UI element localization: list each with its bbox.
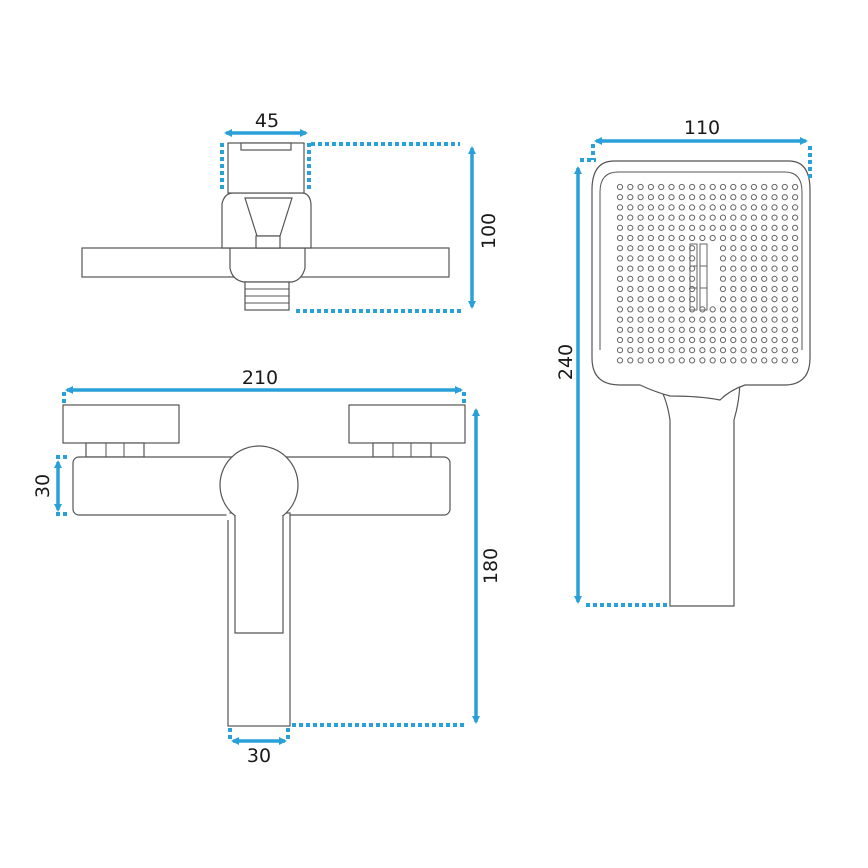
shower-handle — [659, 377, 741, 607]
body-height-label: 30 — [32, 474, 54, 498]
right-handle — [348, 404, 466, 444]
hand-shower-view: 110 240 — [555, 117, 812, 607]
total-height-label: 180 — [480, 548, 502, 584]
shower-head — [591, 160, 811, 401]
front-view: 210 30 180 30 — [32, 367, 502, 767]
handle-top — [227, 142, 305, 194]
connector-nut — [229, 247, 306, 283]
spray-nozzles — [616, 183, 799, 364]
lever-knob — [219, 445, 299, 525]
top-height-label: 100 — [478, 213, 500, 249]
shower-length-label: 240 — [555, 344, 577, 380]
front-width-label: 210 — [242, 367, 278, 389]
top-view: 45 100 — [81, 110, 500, 313]
spout-width-label: 30 — [247, 745, 271, 767]
top-width-label: 45 — [255, 110, 279, 132]
lever — [234, 516, 284, 634]
shower-width-label: 110 — [684, 117, 720, 139]
left-handle — [62, 404, 180, 444]
